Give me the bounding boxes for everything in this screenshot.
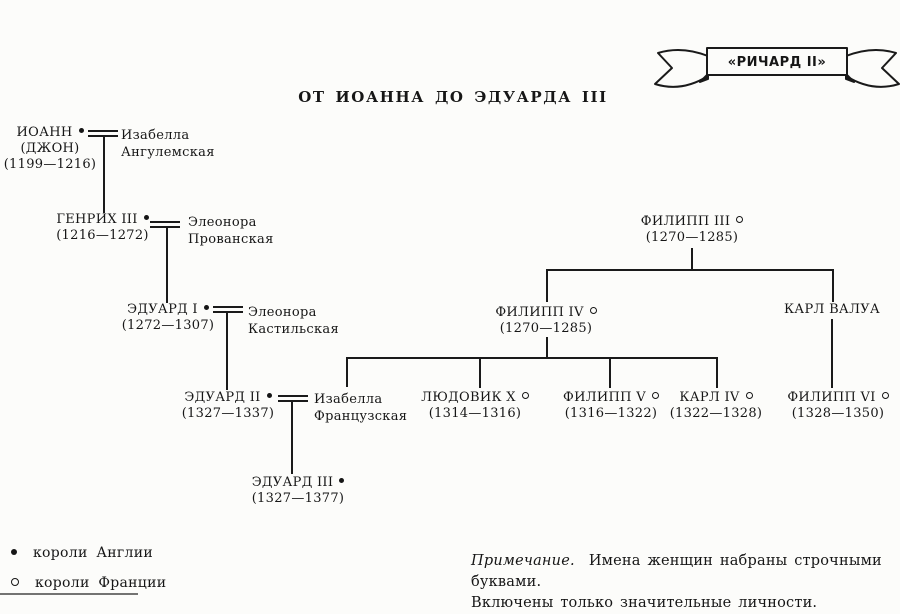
connector-line <box>103 136 105 213</box>
footnote: Примечание.Имена женщин набраны строчным… <box>471 551 897 614</box>
france-king-marker <box>881 392 889 399</box>
node-john-alias: (ДЖОН) <box>20 141 80 156</box>
node-charles4-dates: (1322—1328) <box>669 406 763 421</box>
connector-line <box>691 248 693 271</box>
node-henry3-dates: (1216—1272) <box>56 228 149 243</box>
node-philip5-dates: (1316—1322) <box>564 406 658 421</box>
node-philip3: ФИЛИПП III (1270—1285) <box>630 214 754 246</box>
scan-artifact <box>0 593 138 595</box>
england-king-marker <box>339 478 345 483</box>
connector-line <box>546 337 548 359</box>
connector-line <box>291 401 293 474</box>
node-edward2-dates: (1327—1337) <box>181 406 275 421</box>
node-eleanor-castile: Элеонора Кастильская <box>248 305 339 337</box>
node-edward1: ЭДУАРД I (1272—1307) <box>112 302 224 334</box>
connector-line <box>716 357 718 388</box>
connector-line <box>609 357 611 388</box>
england-king-marker <box>266 393 272 398</box>
connector-line <box>546 269 548 302</box>
footnote-line1: Имена женщин набраны строчными буквами. <box>471 553 882 590</box>
node-philip6: ФИЛИПП VI (1328—1350) <box>776 390 900 422</box>
connector-line <box>546 269 834 271</box>
marriage-sign-edward1-eleanor <box>213 306 243 313</box>
footnote-label: Примечание. <box>471 553 575 569</box>
node-edward3: ЭДУАРД III (1327—1377) <box>244 475 352 507</box>
node-isabella-angouleme: Изабелла Ангулемская <box>121 128 215 160</box>
node-philip3-dates: (1270—1285) <box>645 230 739 245</box>
legend-france-label: короли Франции <box>35 575 167 591</box>
node-philip4-dates: (1270—1285) <box>499 321 593 336</box>
node-edward2: ЭДУАРД II (1327—1337) <box>174 390 282 422</box>
connector-line <box>346 357 348 387</box>
connector-line <box>166 227 168 303</box>
node-edward1-dates: (1272—1307) <box>121 318 215 333</box>
ribbon-label: «РИЧАРД II» <box>728 55 827 70</box>
ribbon-right-fold <box>845 73 855 83</box>
node-charles-valois: КАРЛ ВАЛУА <box>783 302 881 317</box>
page-title: ОТ ИОАННА ДО ЭДУАРДА III <box>298 88 608 106</box>
node-edward3-dates: (1327—1377) <box>251 491 345 506</box>
ribbon-left-fold <box>699 73 709 83</box>
ribbon-plate <box>706 47 848 76</box>
legend-kings-of-france: короли Франции <box>11 575 166 591</box>
france-king-marker <box>589 307 597 314</box>
node-charles4: КАРЛ IV (1322—1328) <box>654 390 778 422</box>
node-eleanor-provence: Элеонора Прованская <box>188 215 274 247</box>
legend-england-label: короли Англии <box>33 545 153 561</box>
connector-line <box>479 357 481 388</box>
node-isabella-france: Изабелла Французская <box>314 392 408 424</box>
france-king-marker <box>736 216 744 223</box>
england-king-marker <box>11 549 17 555</box>
node-louis10: ЛЮДОВИК X (1314—1316) <box>413 390 537 422</box>
footnote-line2: Включены только значительные личности. <box>471 595 818 611</box>
marriage-sign-edward2-isabella <box>278 395 308 402</box>
node-philip5: ФИЛИПП V (1316—1322) <box>549 390 673 422</box>
france-king-marker <box>521 392 529 399</box>
marriage-sign-henry-eleanor <box>150 221 180 228</box>
connector-line <box>832 269 834 302</box>
france-king-marker <box>745 392 753 399</box>
node-philip6-dates: (1328—1350) <box>791 406 885 421</box>
connector-line <box>831 319 833 388</box>
ribbon-left-tail <box>654 48 709 88</box>
richard-ii-ribbon-banner: «РИЧАРД II» <box>654 47 900 88</box>
england-king-marker <box>143 215 149 220</box>
node-john: ИОАНН (ДЖОН) (1199—1216) <box>3 125 97 172</box>
node-louis10-dates: (1314—1316) <box>428 406 522 421</box>
node-john-dates: (1199—1216) <box>3 157 97 172</box>
france-king-marker <box>651 392 659 399</box>
england-king-marker <box>203 305 209 310</box>
connector-line <box>226 312 228 390</box>
node-henry3: ГЕНРИХ III (1216—1272) <box>45 212 160 244</box>
ribbon-right-tail <box>845 48 900 88</box>
connector-line <box>346 357 718 359</box>
scanned-book-page: «РИЧАРД II» ОТ ИОАННА ДО ЭДУАРДА III ИОА… <box>0 47 900 611</box>
node-philip4: ФИЛИПП IV (1270—1285) <box>484 305 608 337</box>
france-king-marker <box>11 578 19 586</box>
legend-kings-of-england: короли Англии <box>11 545 153 561</box>
england-king-marker <box>78 128 84 133</box>
